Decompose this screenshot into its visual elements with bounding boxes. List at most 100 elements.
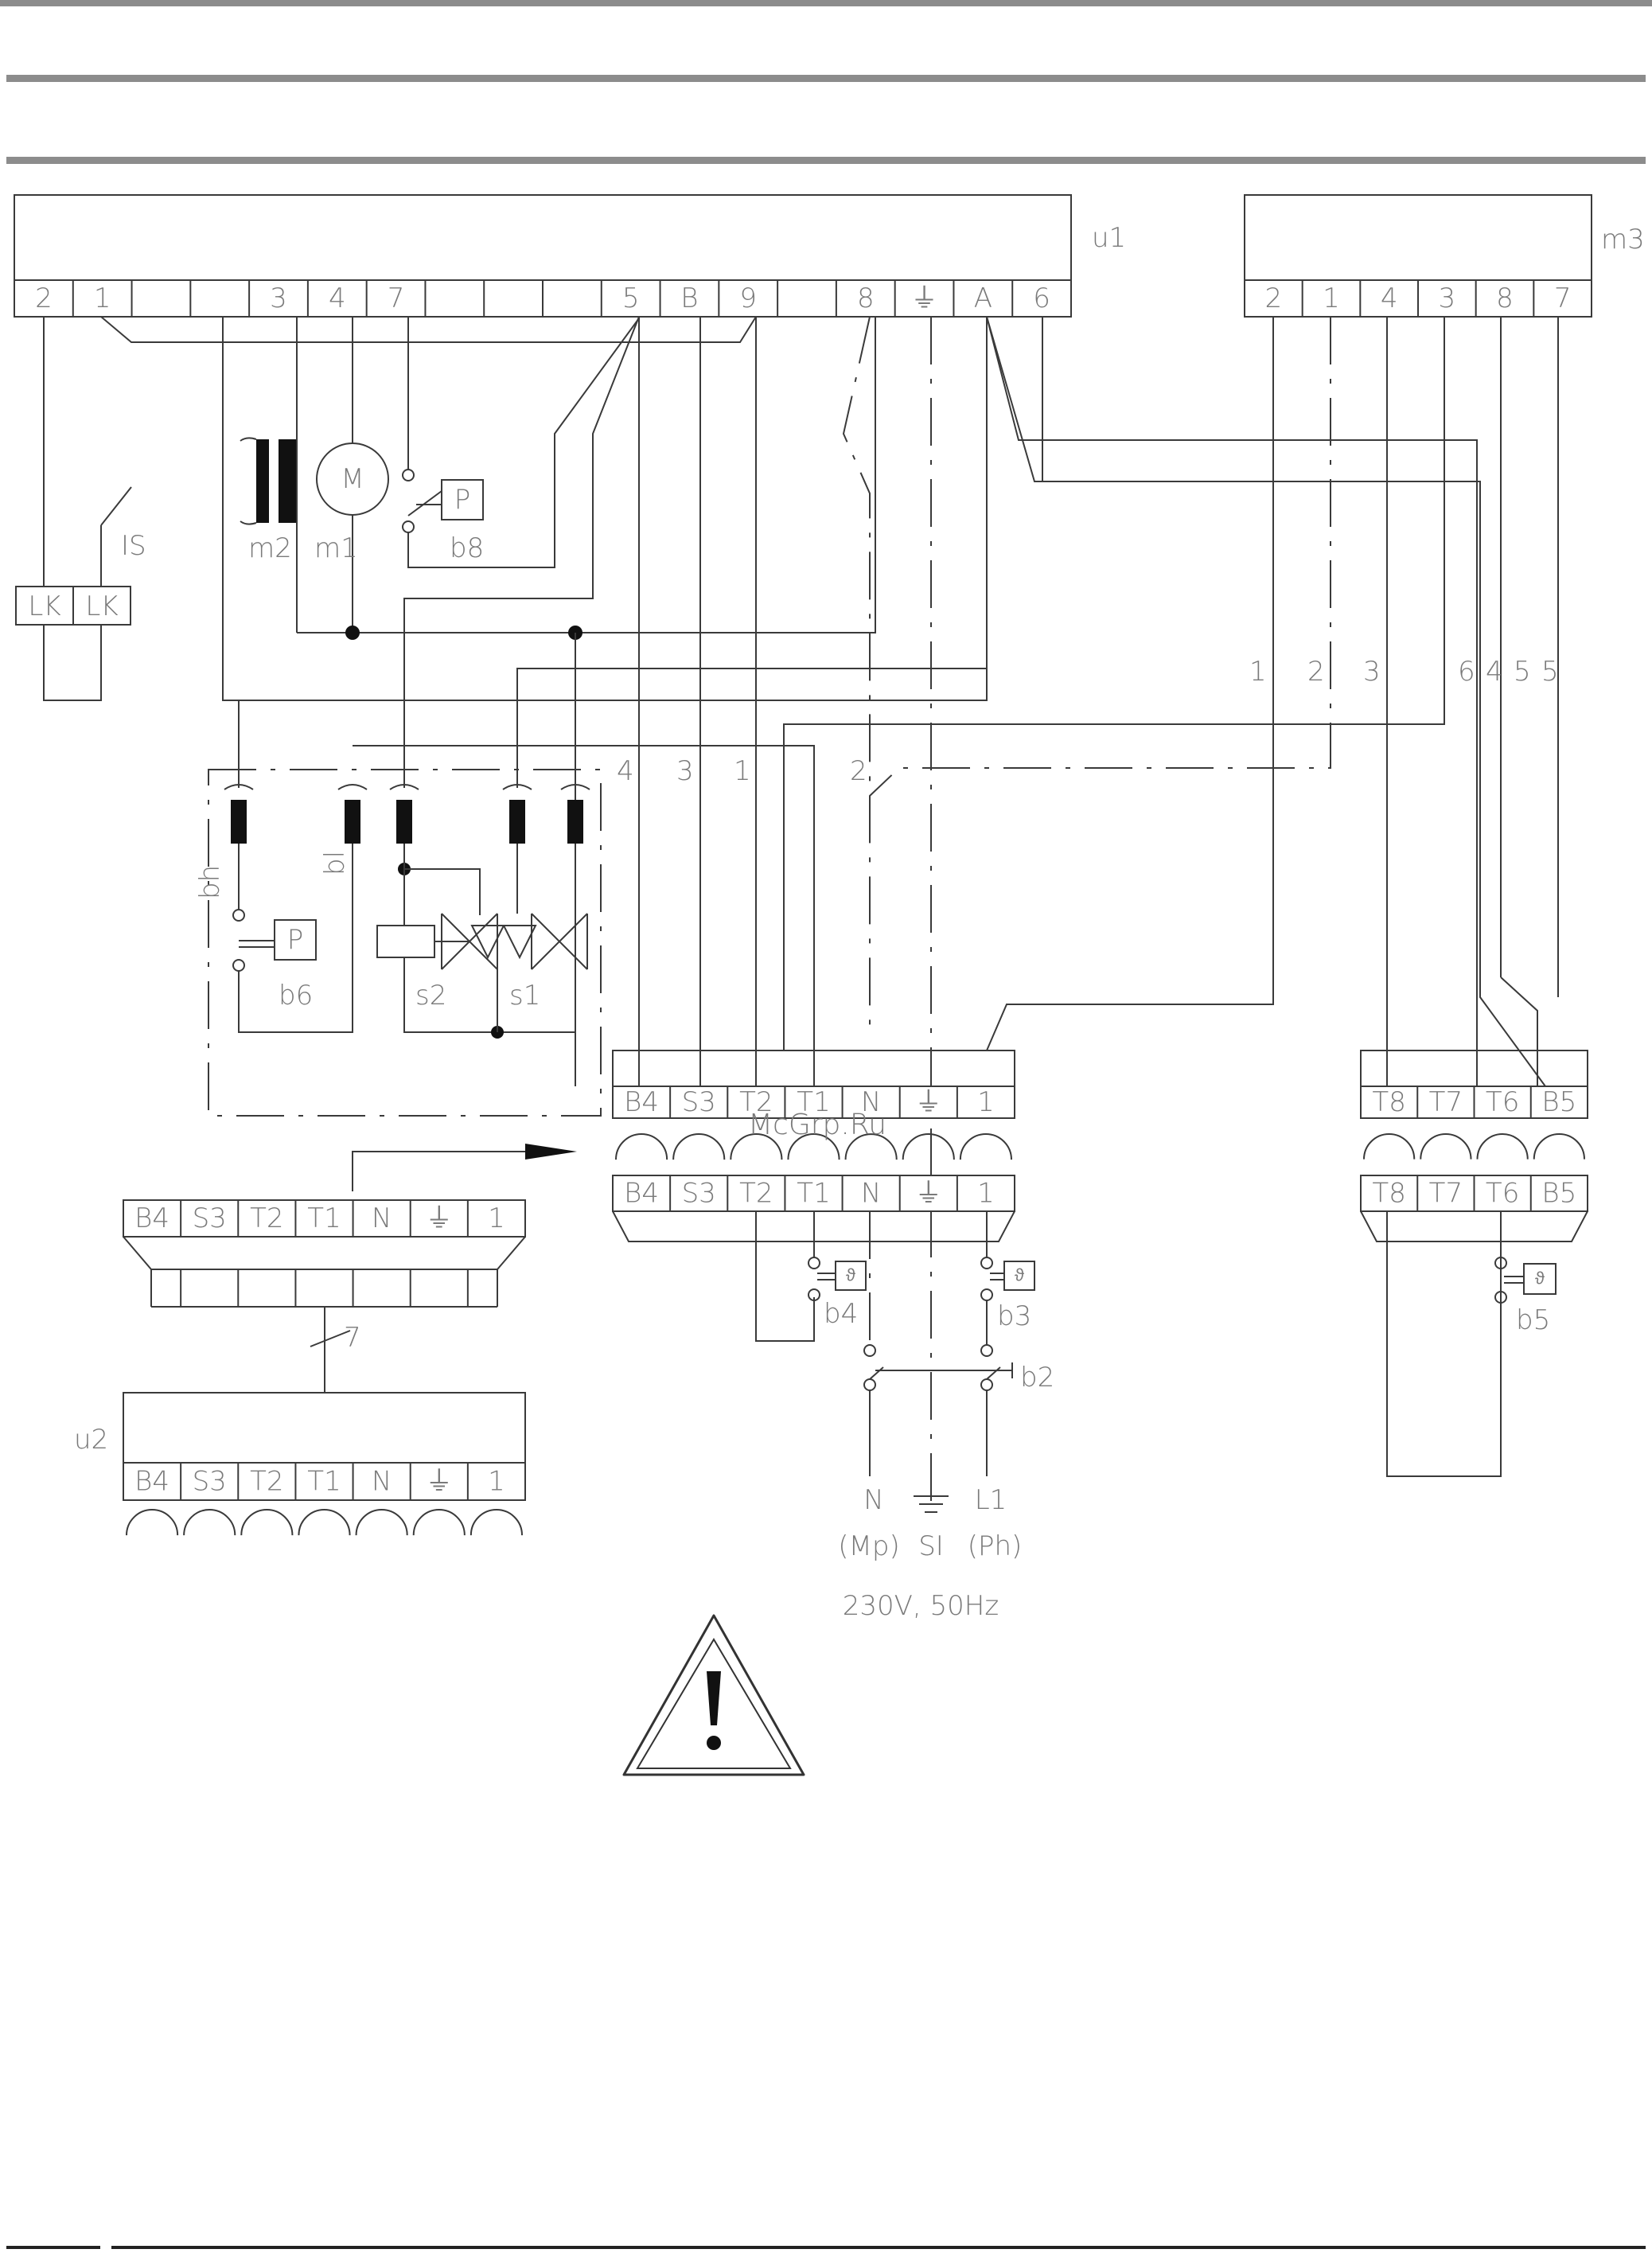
page-header-rules xyxy=(0,0,1652,164)
u1-label: u1 xyxy=(1092,222,1126,254)
right-socket-2 xyxy=(1478,1134,1528,1160)
supply-ph-label: (Ph) xyxy=(968,1530,1023,1562)
coil-0 xyxy=(231,800,247,844)
right-wire-number-5a: 5 xyxy=(1514,656,1531,688)
u1-terminal-4: 3 xyxy=(270,283,287,314)
right-top-terminal-0: T8 xyxy=(1372,1086,1405,1118)
u2-socket-4 xyxy=(357,1510,407,1535)
motor-group: M m2 m1 P b8 xyxy=(240,317,639,633)
u2-terminal-6: 1 xyxy=(488,1466,505,1498)
u2-socket-5 xyxy=(414,1510,465,1535)
u1-terminal-0: 2 xyxy=(35,283,53,314)
s1-label: s1 xyxy=(509,980,540,1012)
coil-2 xyxy=(396,800,412,844)
main-socket-5 xyxy=(903,1134,954,1160)
left-terminal-3: T1 xyxy=(307,1203,341,1234)
supply-voltage-label: 230V, 50Hz xyxy=(843,1590,999,1622)
main-bottom-terminal-4: N xyxy=(861,1178,881,1210)
u1-terminal-1: 1 xyxy=(94,283,111,314)
u1-terminal-14: 8 xyxy=(857,283,875,314)
bh-label: bh xyxy=(194,865,226,899)
b2-label: b2 xyxy=(1020,1362,1054,1394)
b6-label: b6 xyxy=(279,980,313,1012)
u1-terminal-6: 7 xyxy=(388,283,405,314)
supply-circuit: ϑ b4 ϑ b3 b2 N L1 (Mp) SI (Ph) 230V, 50H xyxy=(756,1211,1054,1622)
svg-text:ϑ: ϑ xyxy=(846,1266,855,1286)
m3-terminal-2: 4 xyxy=(1381,283,1398,314)
m1-label: m1 xyxy=(314,532,358,564)
wire-number-3: 3 xyxy=(676,755,694,787)
left-terminal-5: ⏚ xyxy=(426,1203,453,1234)
main-bottom-terminal-1: S3 xyxy=(682,1178,716,1210)
u2-socket-2 xyxy=(241,1510,292,1535)
u1-terminal-5: 4 xyxy=(329,283,346,314)
u2-socket-6 xyxy=(471,1510,522,1535)
u2-label: u2 xyxy=(74,1424,108,1456)
m2-label: m2 xyxy=(248,532,292,564)
b8-label: b8 xyxy=(450,532,484,564)
main-bottom-terminal-3: T1 xyxy=(797,1178,830,1210)
warning-triangle-icon xyxy=(624,1616,804,1775)
bl-label: bl xyxy=(319,851,351,875)
right-wire-number-2: 2 xyxy=(1307,656,1325,688)
u1-terminal-10: 5 xyxy=(622,283,640,314)
supply-mp-label: (Mp) xyxy=(838,1530,899,1562)
b5-label: b5 xyxy=(1516,1304,1550,1336)
main-top-terminal-6: 1 xyxy=(977,1086,995,1118)
u1-terminal-11: B xyxy=(680,283,698,314)
u2-terminal-2: T2 xyxy=(250,1466,283,1498)
m3-terminal-0: 2 xyxy=(1265,283,1283,314)
is-label: IS xyxy=(121,530,146,562)
u2-terminal-4: N xyxy=(372,1466,392,1498)
lk-label-2: LK xyxy=(85,591,118,622)
wire-number-2: 2 xyxy=(850,755,867,787)
right-wire-number-5b: 5 xyxy=(1541,656,1559,688)
right-top-terminal-3: B5 xyxy=(1541,1086,1576,1118)
m3-terminal-3: 3 xyxy=(1439,283,1456,314)
u1-terminal-15: ⏚ xyxy=(911,283,938,314)
right-bottom-terminal-1: T7 xyxy=(1429,1178,1463,1210)
main-top-terminal-1: S3 xyxy=(682,1086,716,1118)
wire-number-4: 4 xyxy=(617,755,634,787)
u2-terminal-3: T1 xyxy=(307,1466,341,1498)
right-top-terminal-1: T7 xyxy=(1429,1086,1463,1118)
left-terminal-1: S3 xyxy=(193,1203,227,1234)
main-socket-0 xyxy=(616,1134,667,1160)
b6-p-symbol: P xyxy=(287,924,304,956)
right-socket-3 xyxy=(1534,1134,1584,1160)
left-terminal-4: N xyxy=(372,1203,392,1234)
right-wire-number-1: 1 xyxy=(1249,656,1267,688)
main-bottom-terminal-0: B4 xyxy=(624,1178,659,1210)
right-socket-1 xyxy=(1420,1134,1471,1160)
b8-p-symbol: P xyxy=(454,484,471,516)
right-top-terminal-2: T6 xyxy=(1486,1086,1519,1118)
u2-terminal-1: S3 xyxy=(193,1466,227,1498)
left-terminal-6: 1 xyxy=(488,1203,505,1234)
m3-label: m3 xyxy=(1601,224,1645,255)
wire-number-1: 1 xyxy=(734,755,751,787)
supply-l1-label: L1 xyxy=(975,1484,1007,1516)
right-bottom-terminal-2: T6 xyxy=(1486,1178,1519,1210)
page-footer-rules xyxy=(6,2246,1646,2249)
lk-is-group: LK LK IS xyxy=(16,317,146,700)
s2-label: s2 xyxy=(415,980,446,1012)
supply-n-label: N xyxy=(863,1484,883,1516)
right-wire-number-4: 4 xyxy=(1486,656,1503,688)
u2-socket-1 xyxy=(184,1510,235,1535)
right-wire-number-6: 6 xyxy=(1458,656,1475,688)
u2-socket-3 xyxy=(298,1510,349,1535)
right-wire-number-3: 3 xyxy=(1363,656,1381,688)
main-bottom-terminal-2: T2 xyxy=(739,1178,773,1210)
left-terminal-2: T2 xyxy=(250,1203,283,1234)
u1-terminal-17: 6 xyxy=(1033,283,1050,314)
u2-terminal-5: ⏚ xyxy=(426,1466,453,1498)
main-socket-1 xyxy=(673,1134,724,1160)
right-socket-0 xyxy=(1364,1134,1414,1160)
watermark: McGrp.Ru xyxy=(748,1109,886,1141)
coil-3 xyxy=(509,800,525,844)
